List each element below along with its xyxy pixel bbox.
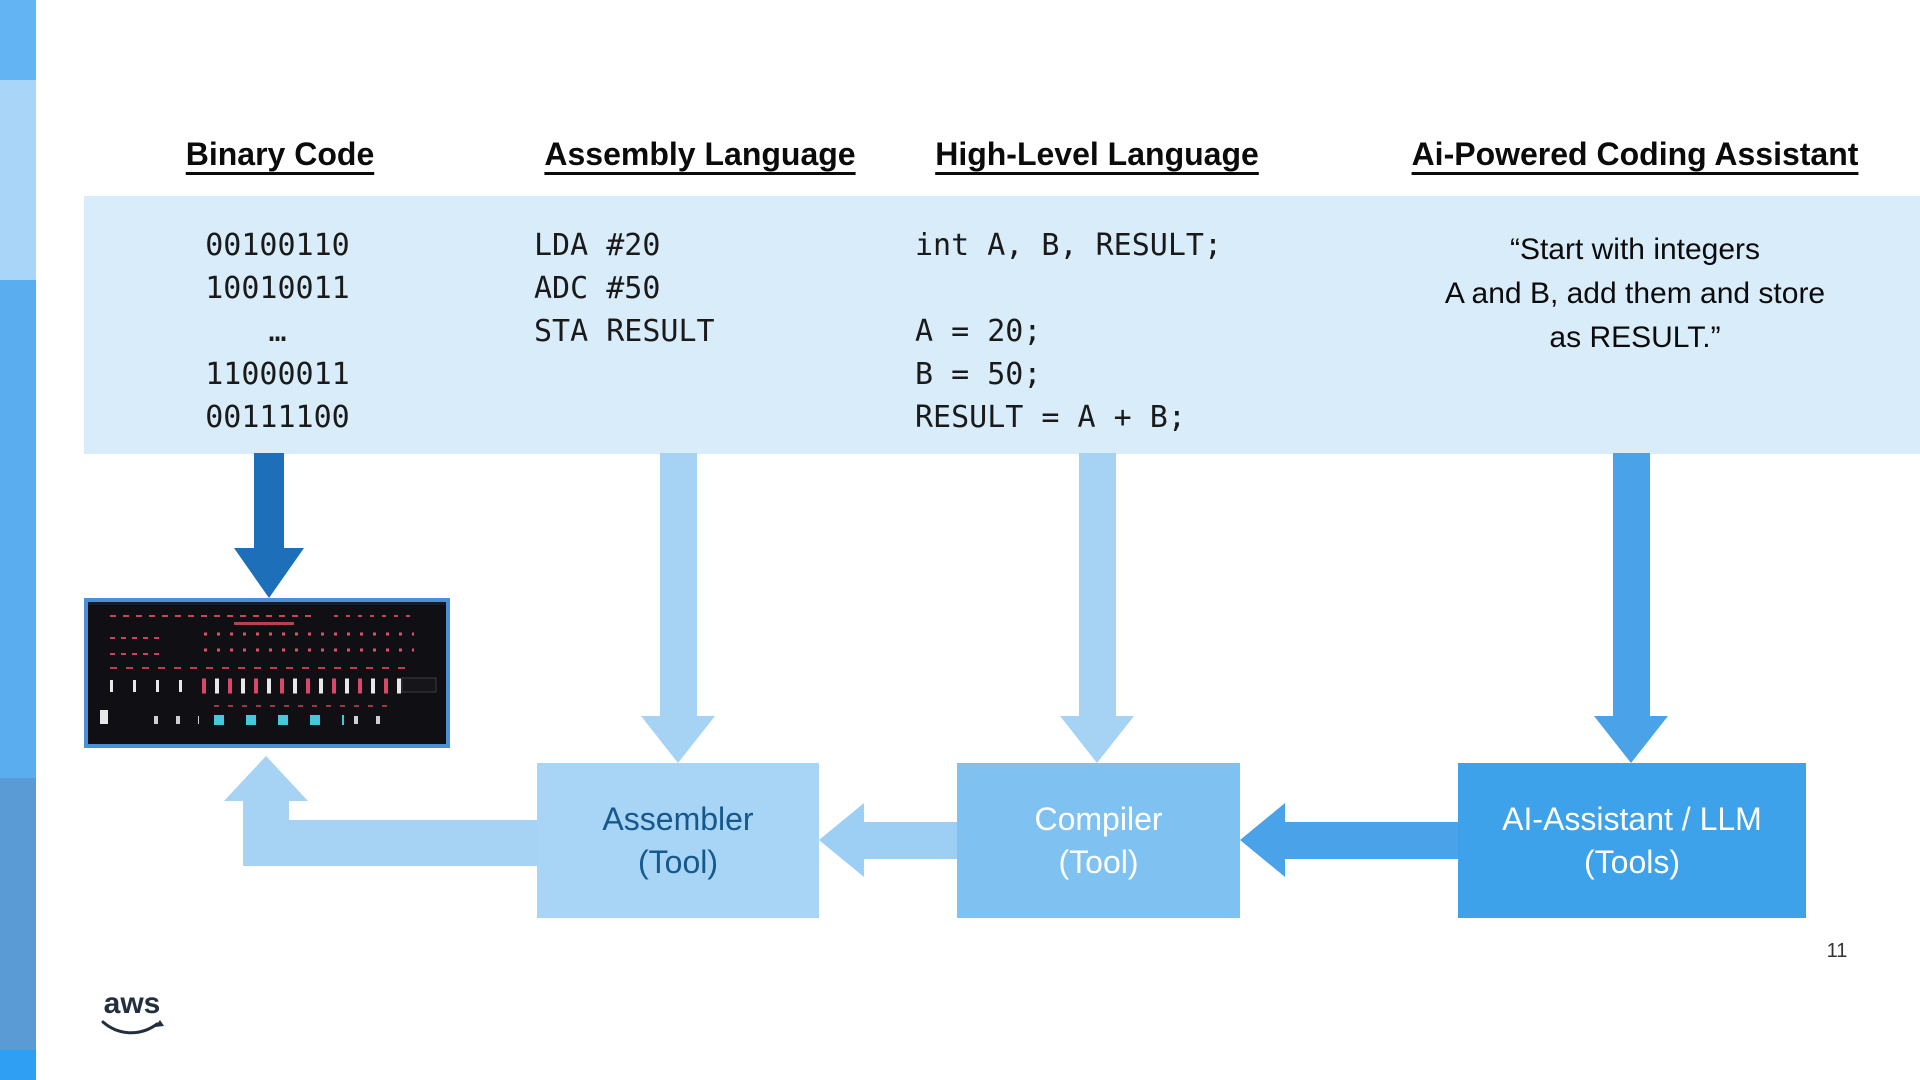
arrow-shaft — [1285, 821, 1458, 859]
arrow-shaft — [1612, 453, 1650, 716]
arrow-head — [1240, 803, 1285, 877]
arrow-shaft — [864, 821, 957, 859]
arrow-shaft — [1078, 453, 1116, 716]
aws-logo-text: aws — [103, 987, 161, 1020]
page-number: 11 — [1826, 940, 1848, 962]
arrow-binary-to-computer — [234, 453, 304, 598]
header-ai-coding-assistant: Ai-Powered Coding Assistant — [1411, 136, 1859, 172]
assembly-code-sample: LDA #20 ADC #50 STA RESULT — [534, 228, 715, 349]
arrow-shaft — [659, 453, 697, 716]
compiler-tool-box: Compiler (Tool) — [957, 763, 1240, 918]
header-binary-code: Binary Code — [185, 136, 375, 172]
strip-segment — [0, 280, 36, 778]
header-high-level-language: High-Level Language — [935, 136, 1259, 172]
strip-segment — [0, 0, 36, 80]
arrow-assembly-to-assembler — [641, 453, 715, 763]
strip-segment — [0, 80, 36, 280]
header-assembly-language: Assembly Language — [544, 136, 856, 172]
arrow-prompt-to-ai-assistant — [1594, 453, 1668, 763]
arrow-highlevel-to-compiler — [1060, 453, 1134, 763]
code-band — [84, 196, 1920, 454]
aws-logo: aws — [92, 987, 172, 1045]
left-accent-strip — [0, 0, 36, 1080]
arrow-head — [1594, 716, 1668, 763]
computer-front-panel-image — [84, 598, 450, 748]
arrow-head — [641, 716, 715, 763]
strip-segment — [0, 778, 36, 1050]
arrow-compiler-to-assembler — [819, 803, 957, 877]
arrow-assembler-to-computer-vertical — [243, 800, 289, 866]
assembler-tool-box: Assembler (Tool) — [537, 763, 819, 918]
arrow-head — [234, 548, 304, 598]
arrow-ai-to-compiler — [1240, 803, 1458, 877]
arrow-head — [819, 803, 864, 877]
binary-code-sample: 00100110 10010011 … 11000011 00111100 — [205, 228, 350, 435]
arrow-assembler-to-computer-head — [224, 756, 308, 801]
ai-prompt-sample: “Start with integers A and B, add them a… — [1444, 233, 1826, 354]
ai-assistant-llm-box: AI-Assistant / LLM (Tools) — [1458, 763, 1806, 918]
high-level-code-sample: int A, B, RESULT; A = 20; B = 50; RESULT… — [915, 228, 1223, 435]
arrow-assembler-to-computer-horizontal — [243, 820, 537, 866]
arrow-head — [1060, 716, 1134, 763]
strip-segment — [0, 1050, 36, 1080]
arrow-shaft — [254, 453, 284, 548]
aws-smile-icon — [101, 1020, 164, 1035]
